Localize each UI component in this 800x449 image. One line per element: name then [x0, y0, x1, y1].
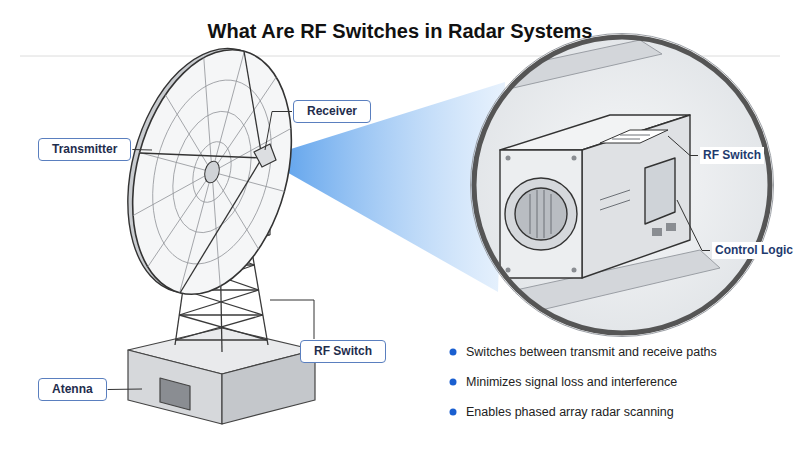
zoom-circle: [530, 194, 531, 234]
leader-line: [265, 112, 292, 151]
radar-dish: [212, 112, 291, 189]
callout-label: Receiver: [307, 104, 357, 119]
radar-dish: [160, 103, 264, 242]
zoom-circle: [530, 135, 650, 238]
zoom-circle: [506, 156, 511, 161]
callout-box: RF Switch: [300, 340, 386, 363]
diagram-title: What Are RF Switches in Radar Systems: [0, 20, 800, 43]
radar-dish: [196, 172, 275, 249]
zoom-circle: [500, 115, 690, 278]
leader-line: [270, 300, 314, 339]
zoom-circle: [666, 223, 676, 231]
radar-dish: [148, 162, 212, 276]
bullet-dot: [450, 409, 457, 416]
callout-label: Transmitter: [52, 142, 117, 157]
zoom-circle: [600, 130, 668, 143]
zoom-circle: [506, 156, 677, 273]
bullet-text: Switches between transmit and receive pa…: [466, 344, 717, 360]
zoom-circle: [462, 34, 774, 337]
leader-line: [668, 136, 698, 156]
radar-dish: [134, 67, 291, 278]
part-label: Control Logic: [712, 242, 796, 259]
zoom-circle: [544, 190, 545, 238]
lattice-tower: [179, 314, 263, 315]
lattice-tower: [176, 339, 267, 340]
radar-dish: [107, 32, 317, 312]
zoom-circle: [645, 158, 675, 224]
radar-dish: [184, 172, 248, 286]
zoom-circle: [462, 40, 720, 322]
signal-beam: [262, 82, 505, 292]
zoom-circle: [471, 34, 774, 337]
radar-dish: [102, 31, 316, 313]
zoom-circle: [537, 190, 538, 238]
zoom-circle: [572, 156, 577, 161]
zoom-circle: [572, 268, 577, 273]
bullet-dot: [450, 349, 457, 416]
zoom-circle: [500, 150, 582, 278]
leader-line: [677, 200, 710, 251]
bullet-dot: [450, 349, 457, 356]
signal-beam: [262, 82, 505, 292]
radar-dish: [107, 32, 317, 312]
zoom-circle: [652, 228, 662, 236]
zoom-circle: [505, 178, 577, 250]
zoom-circle: [600, 190, 630, 200]
zoom-circle: [515, 188, 567, 240]
radar-dish: [202, 160, 221, 185]
radar-dish: [149, 95, 228, 172]
zoom-circle: [582, 115, 690, 278]
radar-dish: [244, 51, 262, 158]
radar-dish: [180, 158, 262, 293]
zoom-circle: [551, 194, 552, 234]
lattice-tower: [179, 315, 267, 340]
lattice-tower: [176, 315, 263, 340]
part-label: RF Switch: [700, 147, 764, 164]
zoom-circle: [600, 200, 630, 210]
radar-dish: [187, 137, 238, 206]
tower-base: [128, 350, 222, 424]
zoom-circle: [506, 268, 511, 273]
leader-line: [132, 149, 152, 151]
radar-dish: [180, 172, 212, 293]
callout-label: Atenna: [52, 382, 93, 397]
leader-line: [108, 389, 142, 391]
tower-base: [160, 378, 190, 410]
radar-dish: [102, 31, 316, 313]
zoom-circle: [612, 139, 640, 140]
radar-dish: [133, 155, 212, 232]
callout-box: Transmitter: [38, 138, 131, 161]
radar-dish: [140, 153, 262, 158]
callout-label: RF Switch: [314, 344, 372, 359]
bullet-text: Minimizes signal loss and interference: [466, 374, 677, 390]
bullet-text: Enables phased array radar scanning: [466, 404, 674, 420]
radar-dish: [140, 51, 262, 293]
zoom-circle: [620, 135, 650, 136]
radar-dish: [212, 51, 244, 172]
zoom-circle: [474, 37, 770, 333]
callout-box: Atenna: [38, 378, 107, 401]
bullet-dot: [450, 379, 457, 386]
radar-dish: [212, 67, 276, 181]
callout-box: Receiver: [293, 100, 371, 123]
